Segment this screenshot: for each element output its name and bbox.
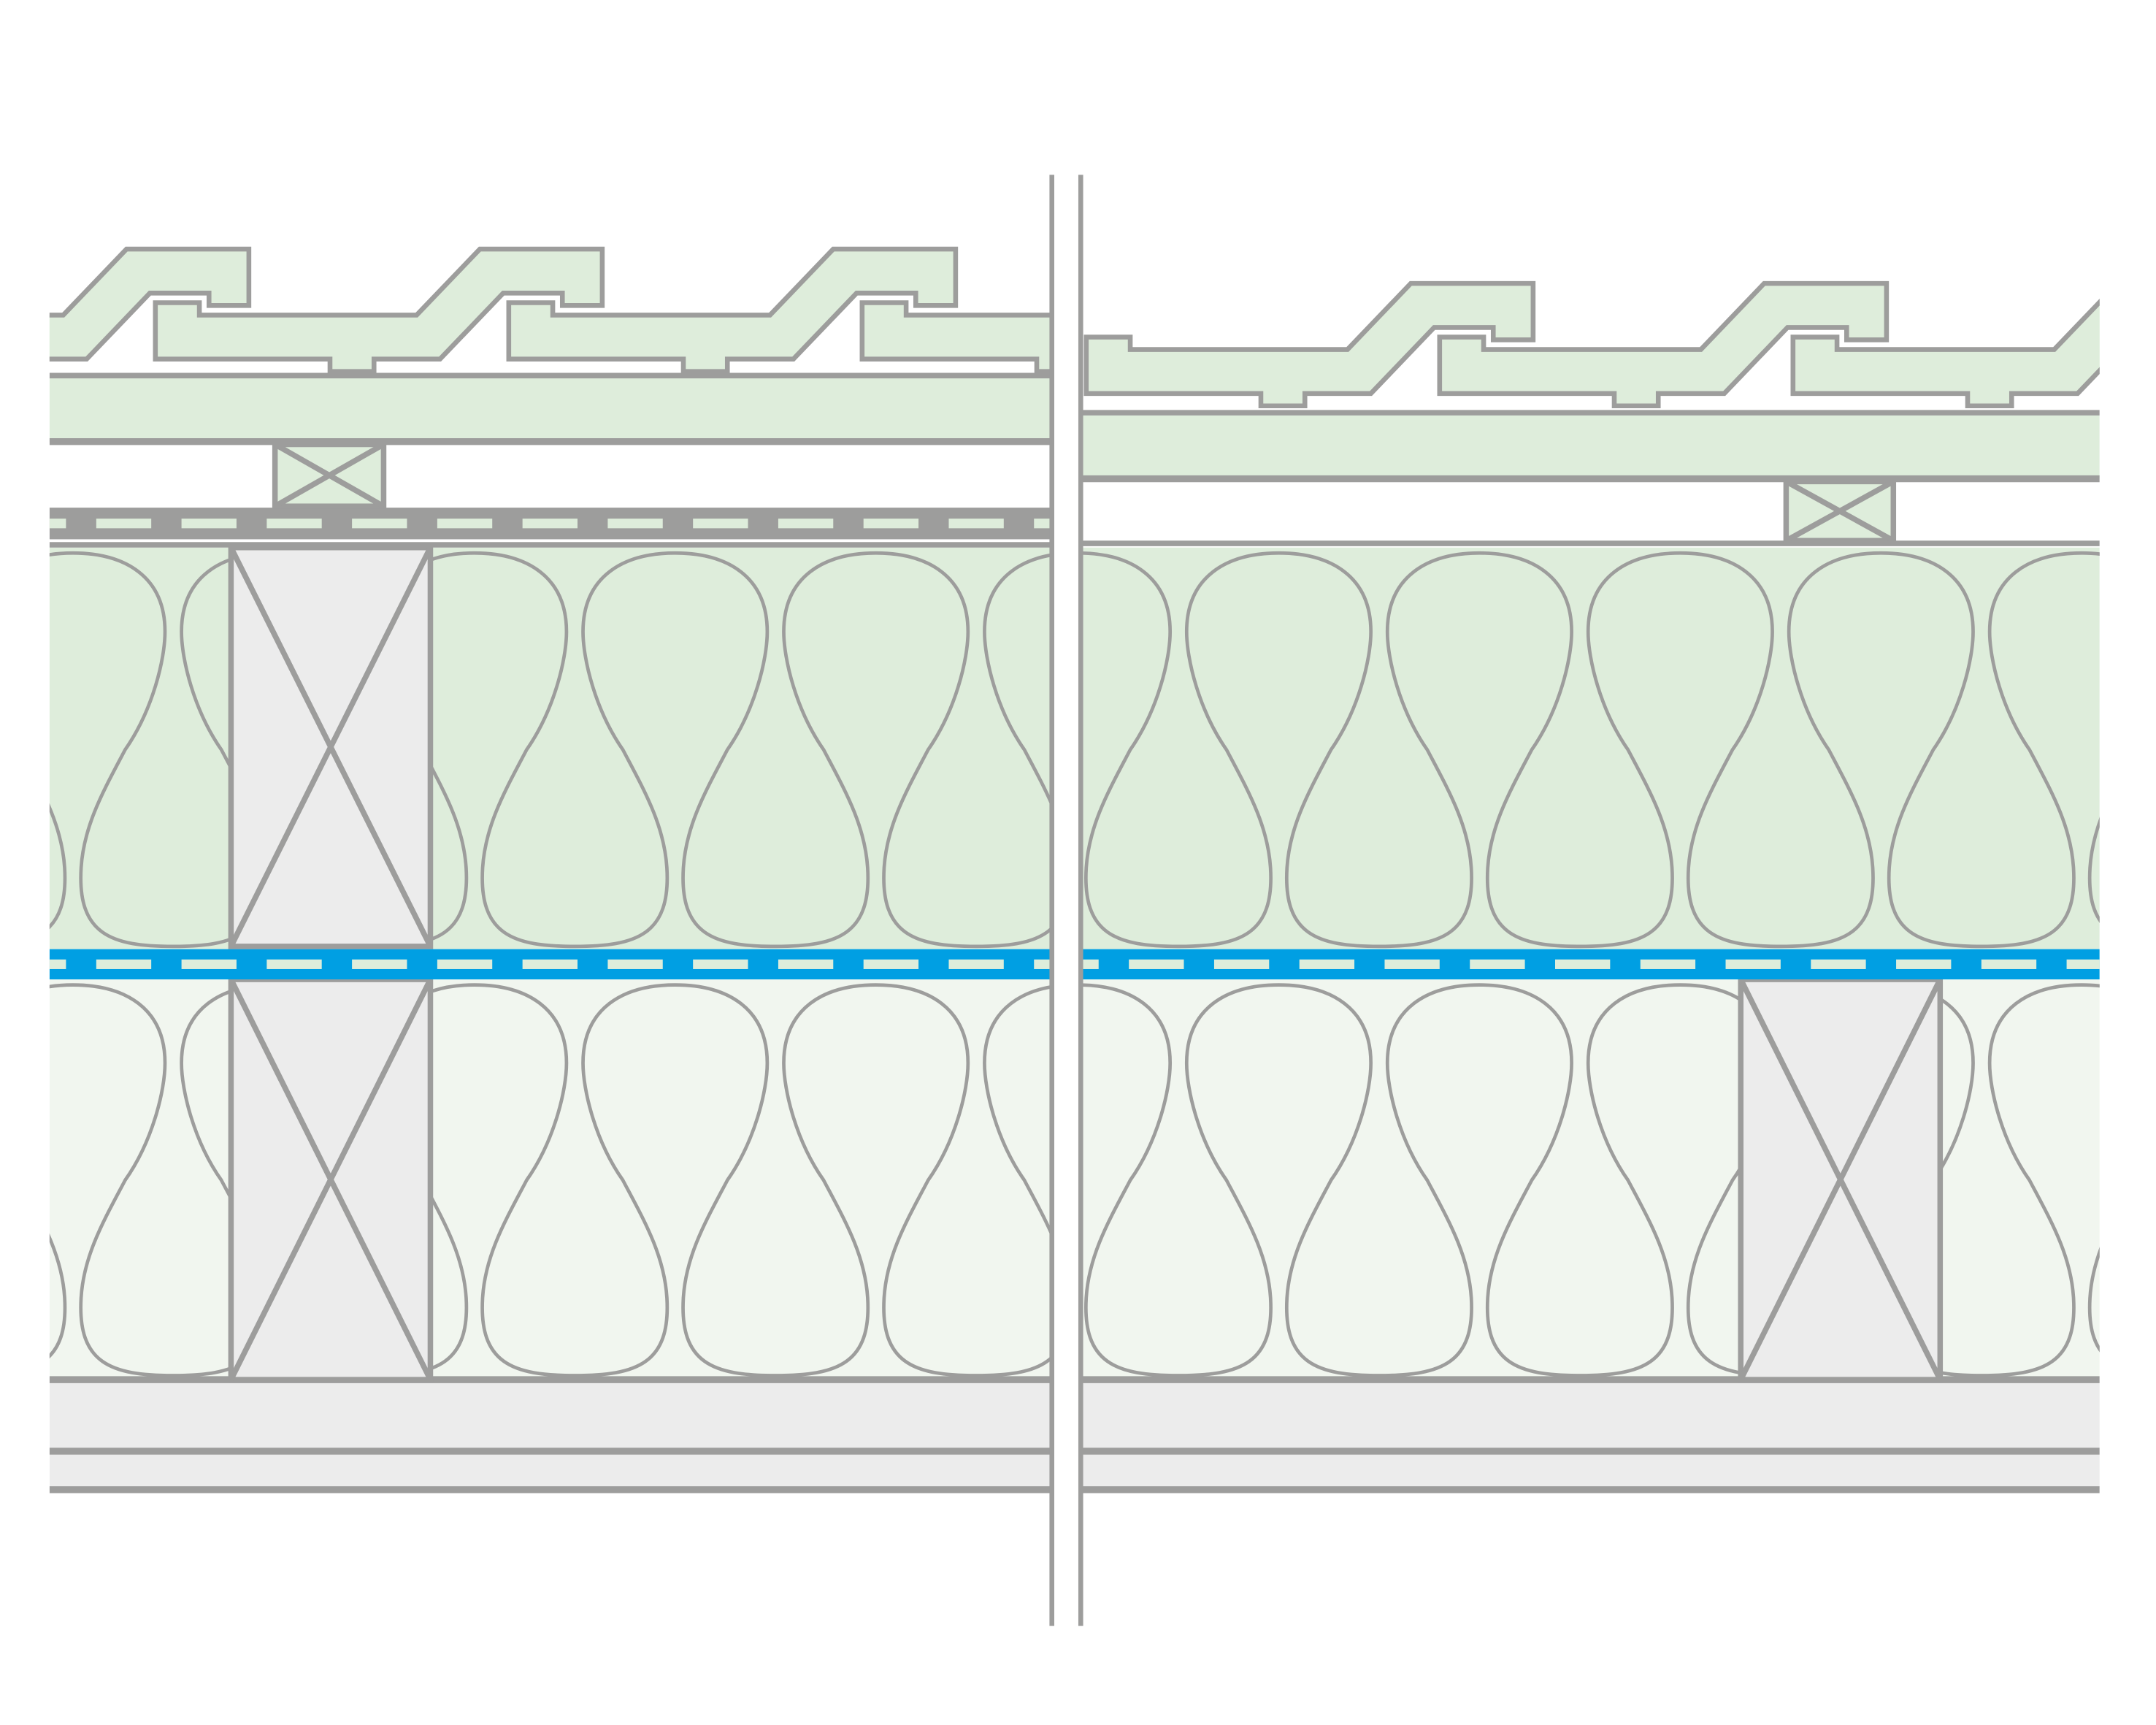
- membrane-dash: [96, 959, 152, 969]
- membrane-dash: [1555, 959, 1611, 969]
- tile-batten-board: [49, 378, 1052, 442]
- membrane-dash: [49, 959, 66, 969]
- membrane-dash: [693, 519, 748, 529]
- lower-insulation-layer: [49, 979, 1052, 1380]
- membrane-dash: [437, 959, 493, 969]
- membrane-dash: [181, 519, 237, 529]
- membrane-dash: [352, 959, 407, 969]
- interior-board: [1082, 1380, 2100, 1490]
- tile-batten-board: [1082, 415, 2100, 479]
- counter-batten-cross-icon: [1784, 479, 1895, 543]
- vapour-barrier-dashes: [49, 959, 1052, 969]
- left-section: [49, 246, 1052, 1493]
- interior-board: [49, 1380, 1052, 1490]
- membrane-dash: [1470, 959, 1525, 969]
- membrane-dash: [352, 519, 407, 529]
- membrane-dash: [863, 959, 919, 969]
- membrane-dash: [2066, 959, 2100, 969]
- membrane-dash: [1725, 959, 1781, 969]
- membrane-dash: [1034, 959, 1052, 969]
- roof-tile: [153, 246, 605, 374]
- membrane-dash: [437, 519, 493, 529]
- membrane-dash: [1213, 959, 1270, 969]
- rafter: [228, 544, 434, 949]
- rafter: [1738, 976, 1944, 1382]
- membrane-dash: [1129, 959, 1184, 969]
- vapour-barrier-dashes: [1082, 959, 2100, 969]
- insulation-wool-pattern: [1082, 983, 2100, 1377]
- membrane-dash: [778, 519, 834, 529]
- roof-tile: [1083, 280, 1536, 409]
- membrane-dash: [1082, 959, 1099, 969]
- insulation-wool-pattern: [1082, 551, 2100, 949]
- section-break-lines: [1049, 175, 1083, 1626]
- membrane-dash: [948, 519, 1004, 529]
- upper-insulation-layer: [49, 547, 1052, 949]
- membrane-dash: [778, 959, 834, 969]
- membrane-dash: [96, 519, 152, 529]
- counter-batten-cross-icon: [273, 442, 385, 509]
- membrane-dash: [266, 519, 322, 529]
- membrane-dash: [1811, 959, 1866, 969]
- rafter: [228, 976, 434, 1382]
- membrane-dash: [1896, 959, 1952, 969]
- membrane-dash: [49, 519, 66, 529]
- roof-tile: [859, 300, 1052, 374]
- rafter-cross-icon: [1738, 978, 1943, 1381]
- membrane-dash: [266, 959, 322, 969]
- roof-tile: [506, 246, 959, 374]
- right-section: [1082, 280, 2100, 1493]
- roof-tile: [1437, 280, 1890, 409]
- membrane-dash: [607, 959, 663, 969]
- membrane-dash: [181, 959, 237, 969]
- membrane-dash: [1034, 519, 1052, 529]
- membrane-dash: [1640, 959, 1696, 969]
- membrane-dash: [1299, 959, 1355, 969]
- membrane-dash: [1384, 959, 1440, 969]
- membrane-dash: [607, 519, 663, 529]
- membrane-dash: [522, 519, 578, 529]
- roof-tile: [49, 246, 252, 362]
- roof-underlay-dashes: [49, 519, 1052, 529]
- rafter-cross-icon: [229, 546, 433, 948]
- counter-batten: [1783, 478, 1897, 544]
- rafter-cross-icon: [229, 978, 433, 1381]
- membrane-dash: [948, 959, 1004, 969]
- membrane-dash: [1981, 959, 2037, 969]
- roof-tile: [1790, 298, 2100, 409]
- counter-batten: [272, 441, 387, 509]
- membrane-dash: [693, 959, 748, 969]
- membrane-dash: [863, 519, 919, 529]
- membrane-dash: [522, 959, 578, 969]
